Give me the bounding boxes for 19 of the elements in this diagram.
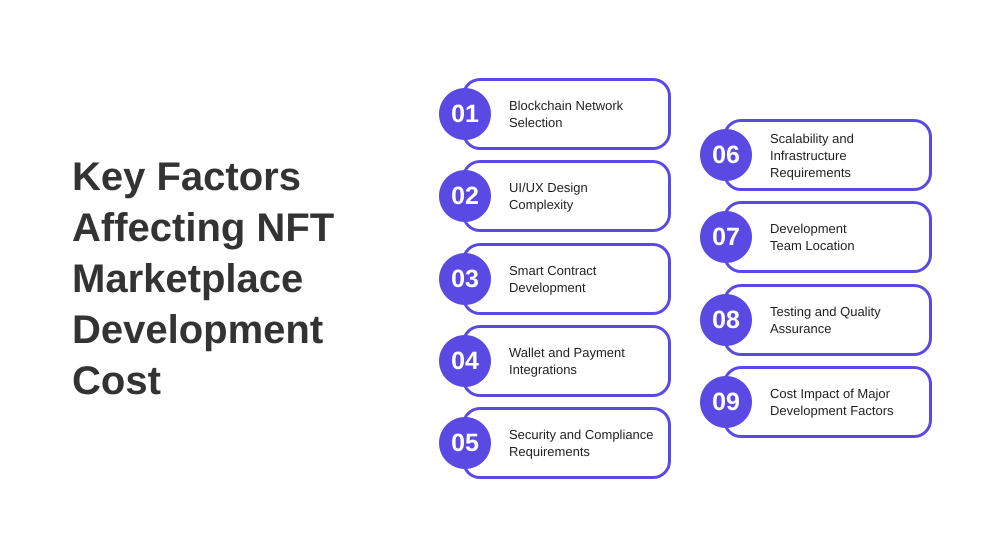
factor-label: Blockchain Network Selection [509,97,624,131]
step-number: 04 [439,335,491,387]
step-number: 01 [439,88,491,140]
factor-label: Smart Contract Development [509,262,598,296]
step-number: 07 [700,211,752,263]
factor-label: Cost Impact of Major Development Factors [770,385,895,419]
factor-label: Development Team Location [770,220,856,254]
factor-label: Security and Compliance Requirements [509,426,655,460]
factor-label: Wallet and Payment Integrations [509,344,626,378]
step-number: 09 [700,376,752,428]
title: Key Factors Affecting NFT Marketplace Development Cost [72,154,336,405]
factor-label: UI/UX Design Complexity [509,179,589,213]
step-number: 08 [700,294,752,346]
factor-label: Scalability and Infrastructure Requirements [770,130,855,180]
step-number: 03 [439,253,491,305]
step-number: 06 [700,129,752,181]
step-number: 02 [439,170,491,222]
factor-label: Testing and Quality Assurance [770,303,882,337]
step-number: 05 [439,417,491,469]
